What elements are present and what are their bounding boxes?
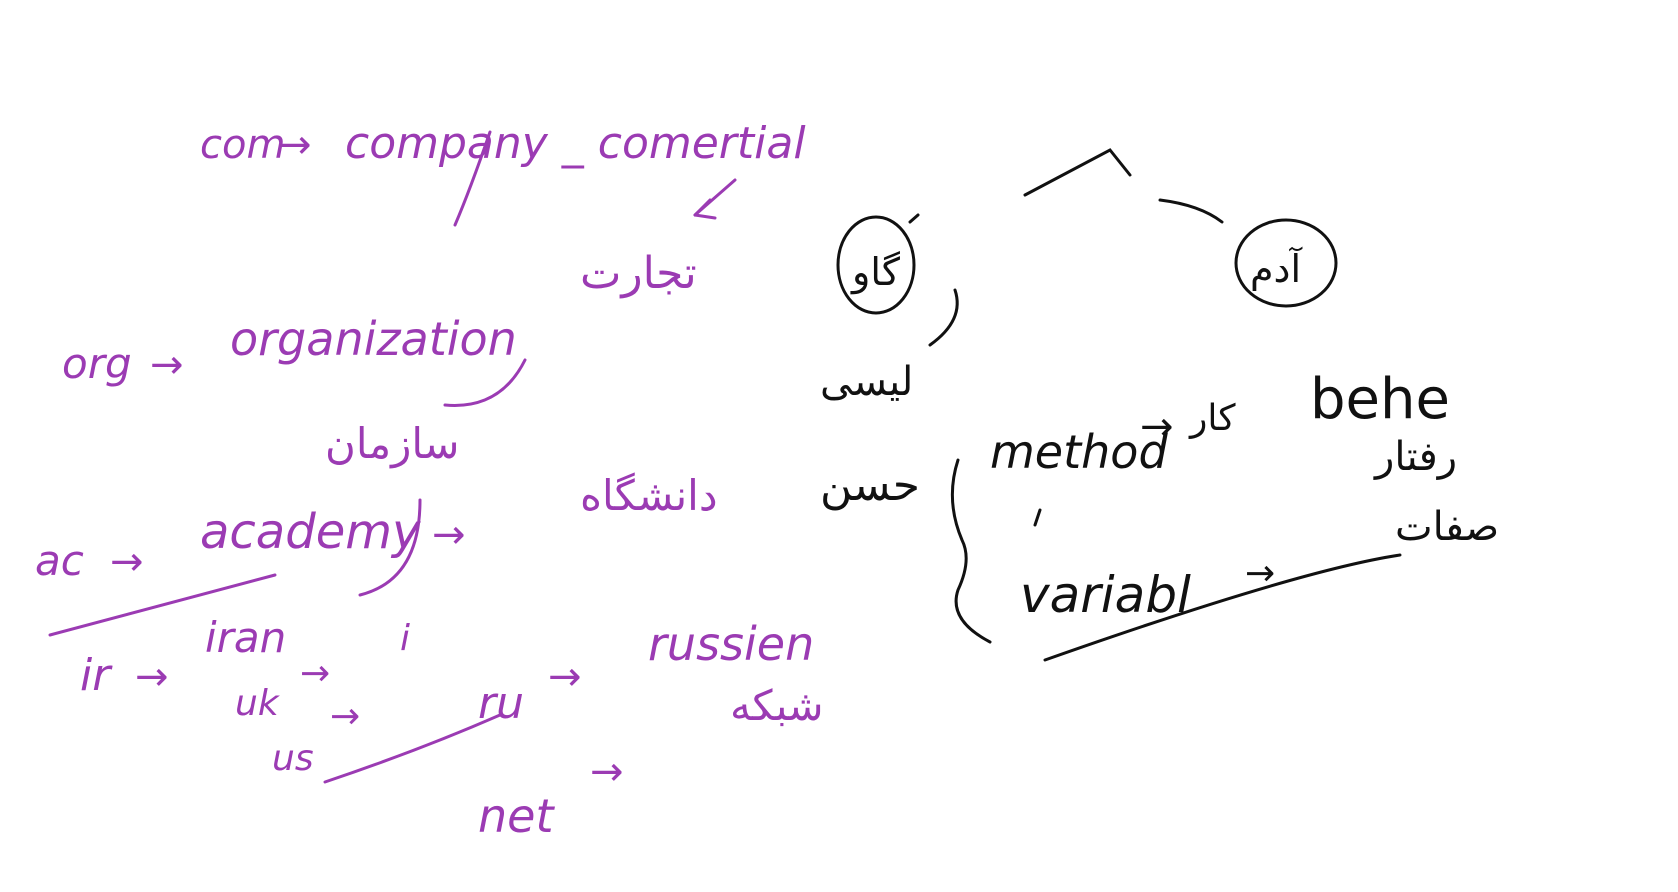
- tree-left-branch: [908, 213, 920, 224]
- ac-arrow-2: →: [432, 512, 466, 558]
- com-meaning: company _ comertial: [345, 118, 806, 169]
- tree-right-branch: [1158, 198, 1224, 224]
- right-circle: [1234, 218, 1338, 308]
- com-arrow: →: [278, 122, 312, 168]
- ir-abbr: ir: [80, 650, 113, 701]
- net-abbr: net: [478, 789, 555, 843]
- org-abbr: org: [62, 339, 132, 388]
- net-arrow: →: [590, 749, 624, 795]
- sazman-hook: [443, 358, 527, 407]
- method-text: method: [990, 425, 1168, 479]
- ru-arrow: →: [548, 654, 582, 700]
- ir-arrow: →: [135, 654, 169, 700]
- left-list-2: حسن: [820, 460, 920, 511]
- method-arrow: →: [1140, 404, 1174, 450]
- academy-underline: [48, 573, 277, 637]
- ir-meaning: iran: [205, 613, 286, 662]
- uk-mark: i: [400, 618, 410, 659]
- variable-fa: صفات: [1395, 504, 1499, 550]
- com-abbr: com: [200, 122, 285, 168]
- black-diagram: [836, 148, 1402, 662]
- left-list-1: لیسی: [820, 359, 913, 405]
- tejarat-fa: تجارت: [580, 248, 697, 299]
- daneshgah-fa: دانشگاه: [580, 471, 718, 520]
- ac-abbr: ac: [35, 536, 84, 585]
- left-circle-label: گاو: [850, 250, 901, 295]
- us-abbr: us: [272, 738, 314, 779]
- org-meaning: organization: [230, 312, 517, 366]
- purple-strokes: [48, 130, 737, 784]
- uk-arrow: →: [300, 653, 330, 694]
- raftar-fa: رفتار: [1373, 434, 1457, 480]
- right-circle-label: آدم: [1250, 246, 1302, 291]
- ru-underline: [323, 713, 502, 784]
- ac-meaning: academy: [200, 504, 421, 560]
- black-text: گاو آدم لیسی حسن method → کار behe رفتار…: [820, 246, 1499, 624]
- ru-meaning: russien: [648, 617, 814, 671]
- variable-underline: [1043, 553, 1402, 662]
- method-fa: کار: [1188, 398, 1236, 439]
- curly-brace: [950, 458, 992, 644]
- left-hook: [928, 288, 959, 347]
- variable-arrow: →: [1245, 553, 1275, 594]
- tree-top: [1023, 148, 1132, 197]
- org-arrow: →: [150, 342, 184, 388]
- ac-arrow: →: [110, 539, 144, 585]
- shabake-fa: شبکه: [730, 681, 824, 730]
- variable-text: variabl: [1020, 566, 1191, 624]
- left-circle: [836, 215, 916, 315]
- academy-tail: [358, 498, 422, 597]
- us-arrow: →: [330, 696, 360, 737]
- sazman-fa: سازمان: [325, 419, 459, 468]
- method-en: behe: [1310, 367, 1450, 432]
- uk-abbr: uk: [235, 683, 281, 724]
